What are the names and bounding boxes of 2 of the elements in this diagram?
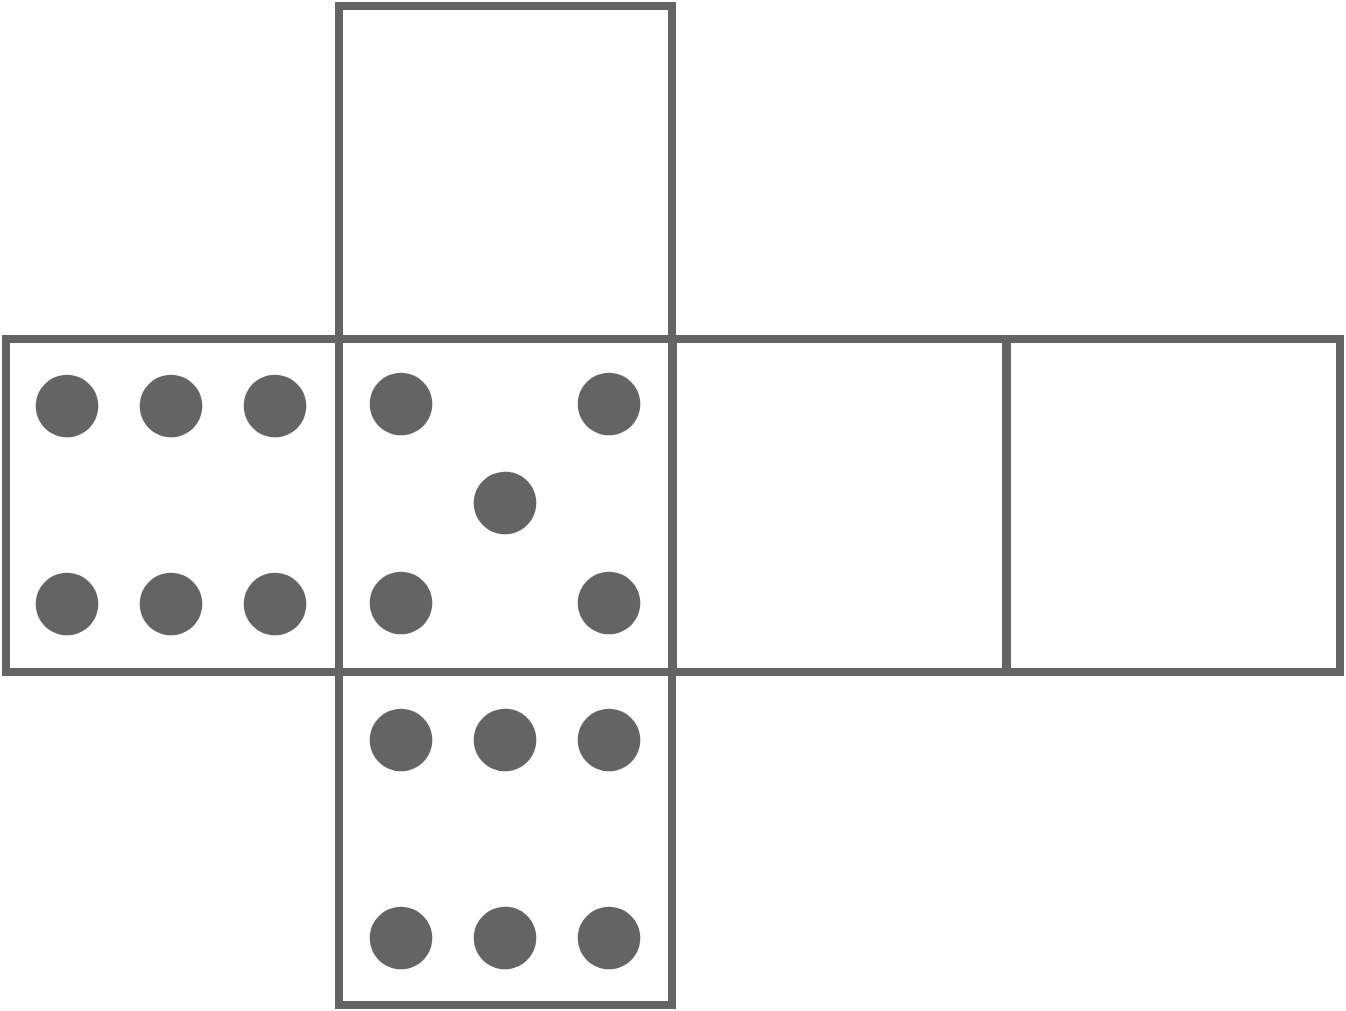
square-face (335, 668, 676, 1009)
square-face (1003, 335, 1344, 676)
